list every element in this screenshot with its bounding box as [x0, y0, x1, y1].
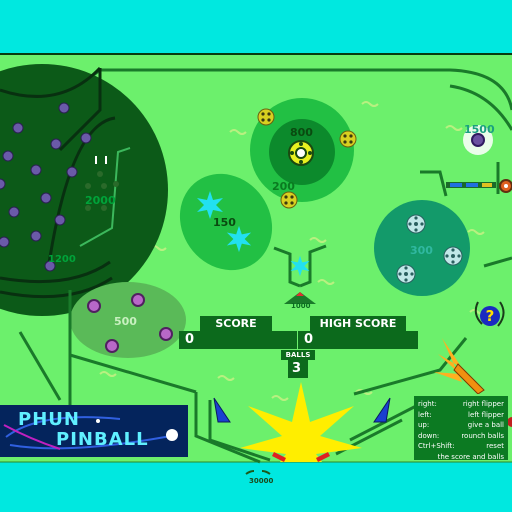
- flipper-icon[interactable]: [372, 396, 392, 424]
- score-label: SCORE: [200, 316, 272, 331]
- flipper-icon[interactable]: [212, 396, 232, 424]
- help-action: right flipper: [462, 400, 504, 408]
- help-action: left flipper: [468, 410, 504, 419]
- help-row: left: left flipper: [418, 410, 504, 421]
- bumper-icon: [339, 130, 357, 148]
- logo-word-phun: PHUN: [18, 409, 80, 430]
- help-row: the score and balls: [418, 452, 504, 463]
- bonus-1200-label: 1200: [48, 254, 76, 265]
- star-target-icon: [197, 191, 223, 219]
- help-row: right: right flipper: [418, 399, 504, 410]
- help-action: the score and balls: [437, 452, 504, 461]
- bonus-300-label: 300: [410, 244, 433, 257]
- help-key: Ctrl+Shift:: [418, 442, 455, 450]
- balls-label: BALLS: [281, 350, 315, 360]
- help-action: reset: [486, 442, 504, 450]
- bonus-200-label: 200: [272, 180, 295, 193]
- plunger-icon[interactable]: [432, 334, 492, 394]
- logo-swoosh: [3, 416, 178, 450]
- bonus-1500-label: 1500: [464, 123, 495, 136]
- drain-flash: [240, 382, 362, 462]
- score-value: 0: [179, 331, 297, 349]
- help-row: Ctrl+Shift: reset: [418, 441, 504, 452]
- high-score-label: HIGH SCORE: [310, 316, 406, 331]
- help-row: up: give a ball: [418, 420, 504, 431]
- bonus-1000-label: 1000: [291, 302, 311, 310]
- bumper-icon: [288, 140, 314, 166]
- bumper-icon: [396, 264, 416, 284]
- help-key: left:: [418, 410, 432, 419]
- star-target-icon: [290, 255, 310, 277]
- help-row: down: rounch balls: [418, 431, 504, 442]
- help-action: give a ball: [467, 421, 504, 429]
- bumper-icon: [280, 191, 298, 209]
- bonus-2000-label: 2000: [85, 194, 116, 207]
- help-icon[interactable]: ?: [480, 306, 500, 326]
- help-action: rounch balls: [461, 431, 504, 440]
- bonus-800-label: 800: [290, 126, 313, 139]
- bonus-150-label: 150: [213, 216, 236, 229]
- help-key: down:: [418, 431, 440, 440]
- logo-word-pinball: PINBALL: [56, 429, 149, 450]
- bonus-30000-label: 30000: [249, 477, 274, 485]
- help-key: right:: [418, 400, 437, 408]
- bonus-500-label: 500: [114, 315, 137, 328]
- star-target-icon: [226, 225, 252, 253]
- balls-value: 3: [288, 360, 308, 378]
- game-logo: PHUN PINBALL: [0, 405, 188, 457]
- help-key: up:: [418, 421, 430, 429]
- controls-help: right: right flipper left: left flipper up…: [414, 396, 508, 463]
- high-score-value: 0: [298, 331, 418, 349]
- bumper-icon: [443, 246, 463, 266]
- bumper-icon: [406, 214, 426, 234]
- bumper-icon: [257, 108, 275, 126]
